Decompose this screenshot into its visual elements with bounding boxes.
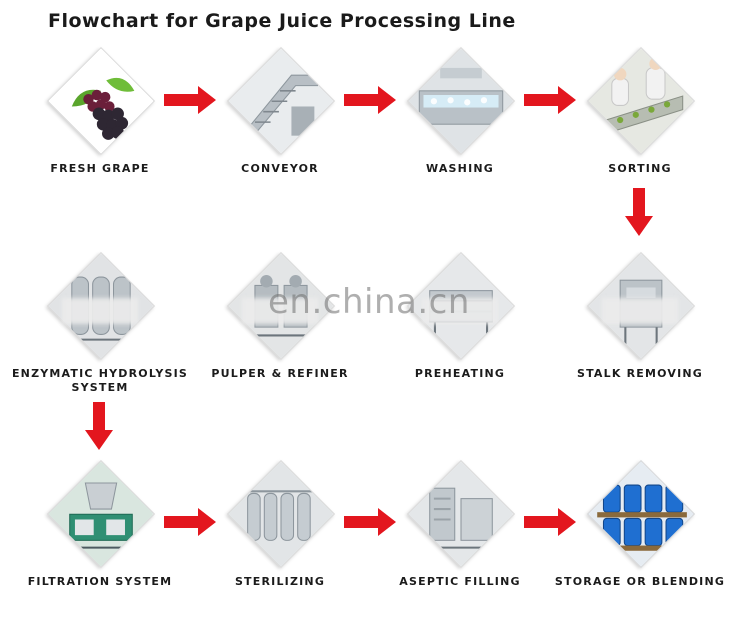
- step-label: FILTRATION SYSTEM: [27, 575, 173, 588]
- arrow-right-icon: [344, 508, 396, 536]
- watermark-band: [242, 298, 318, 324]
- step-sorting: SORTING: [565, 46, 715, 222]
- step-label: FRESH GRAPE: [50, 162, 150, 175]
- filter-machine-icon: [48, 461, 154, 567]
- step-washing: WASHING: [385, 46, 535, 222]
- watermark-band: [62, 298, 138, 324]
- filling-machine-icon: [408, 461, 514, 567]
- arrow-right-icon: [524, 508, 576, 536]
- step-label: ASEPTIC FILLING: [399, 575, 521, 588]
- step-label: WASHING: [425, 162, 494, 175]
- watermark-band: [602, 298, 678, 324]
- arrow-down-icon: [625, 188, 653, 236]
- step-label: STORAGE OR BLENDING: [554, 575, 726, 588]
- step-label: SORTING: [608, 162, 672, 175]
- sorting-table-icon: [588, 48, 694, 154]
- grape-icon: [48, 48, 154, 154]
- sterilizer-icon: [228, 461, 334, 567]
- blue-drums-icon: [588, 461, 694, 567]
- step-label: CONVEYOR: [241, 162, 319, 175]
- step-fresh-grape: FRESH GRAPE: [25, 46, 175, 222]
- step-label: PULPER & REFINER: [211, 367, 349, 380]
- step-sterilizing: STERILIZING: [205, 459, 355, 635]
- step-label: ENZYMATIC HYDROLYSIS SYSTEM: [11, 367, 189, 394]
- step-stalk-removing: STALK REMOVING: [565, 251, 715, 427]
- washing-machine-icon: [408, 48, 514, 154]
- step-label: STERILIZING: [234, 575, 326, 588]
- arrow-down-icon: [85, 402, 113, 450]
- arrow-right-icon: [164, 508, 216, 536]
- step-label: PREHEATING: [414, 367, 506, 380]
- step-storage-blending: STORAGE OR BLENDING: [555, 459, 724, 635]
- arrow-right-icon: [524, 86, 576, 114]
- conveyor-icon: [228, 48, 334, 154]
- page-title: Flowchart for Grape Juice Processing Lin…: [48, 10, 516, 32]
- arrow-right-icon: [164, 86, 216, 114]
- step-conveyor: CONVEYOR: [205, 46, 355, 222]
- watermark-band: [422, 298, 498, 324]
- watermark: en.china.cn: [268, 282, 470, 322]
- step-filtration: FILTRATION SYSTEM: [25, 459, 175, 635]
- step-aseptic-filling: ASEPTIC FILLING: [385, 459, 535, 635]
- arrow-right-icon: [344, 86, 396, 114]
- step-label: STALK REMOVING: [576, 367, 704, 380]
